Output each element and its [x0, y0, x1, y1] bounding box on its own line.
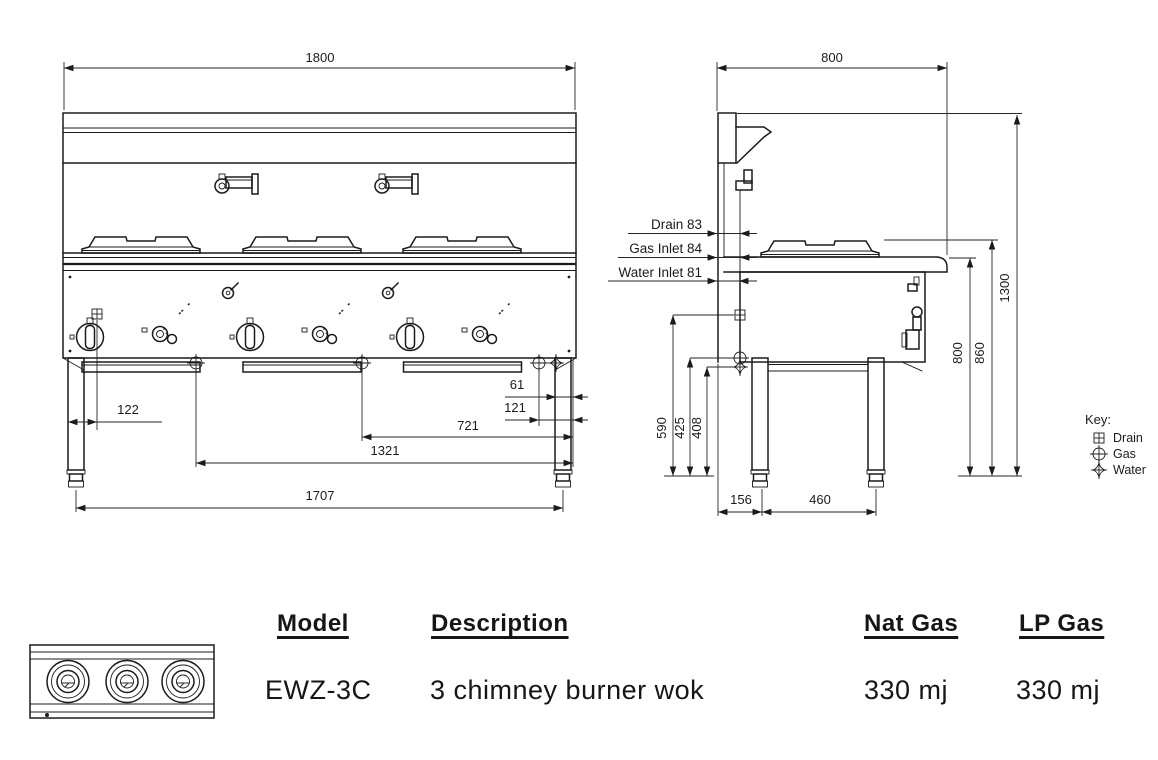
label-water-inlet: Water Inlet 81 [618, 265, 702, 280]
leg [866, 357, 886, 488]
gas-fitting-icon [907, 283, 918, 292]
wok-burner-plate [242, 236, 362, 254]
dim-plate-height: 860 [972, 342, 987, 364]
water-symbol [1091, 461, 1107, 479]
dim-1321: 1321 [371, 443, 400, 458]
drip-tray [402, 361, 523, 373]
drain-symbol [1093, 432, 1105, 444]
side-view: 800 Drain 83 Gas Inlet 84 Water Inlet 81… [608, 50, 1022, 516]
pilot-lever-icon [142, 304, 189, 344]
pilot-gauge-icon [221, 282, 239, 300]
front-view: 1800 122 61 121 721 1321 1707 [62, 50, 588, 512]
pilot-lever-icon [462, 304, 509, 344]
key-label-water: Water [1113, 463, 1146, 477]
key-label-drain: Drain [1113, 431, 1143, 445]
water-tap-icon [214, 173, 259, 195]
spec-header-description: Description [431, 610, 569, 637]
wok-burner-plate [81, 236, 201, 254]
wok-burner-plate [402, 236, 522, 254]
dim-61: 61 [510, 377, 524, 392]
spec-value-nat-gas: 330 mj [864, 675, 949, 705]
burner-top-icon [161, 659, 205, 704]
spec-header-lp-gas: LP Gas [1019, 610, 1105, 637]
dim-gas-height: 425 [672, 417, 687, 439]
pilot-lever-icon [302, 304, 349, 344]
chimney [717, 112, 737, 164]
dim-drain-height: 590 [654, 417, 669, 439]
dim-121: 121 [504, 400, 526, 415]
drain-symbol [734, 309, 746, 321]
leg [750, 357, 770, 488]
dim-worktop-height: 800 [950, 342, 965, 364]
spec-header-nat-gas: Nat Gas [864, 610, 959, 637]
dim-drain-offset: 122 [117, 402, 139, 417]
water-symbol [548, 354, 564, 372]
dim-721: 721 [457, 418, 479, 433]
spec-value-model: EWZ-3C [265, 675, 372, 705]
dim-leg-spacing: 460 [809, 492, 831, 507]
burner-knob-icon [69, 317, 105, 352]
valve-lever-icon [911, 306, 923, 318]
burner-knob-icon [229, 317, 265, 352]
drain-symbol [91, 308, 103, 320]
pilot-gauge-icon [381, 282, 399, 300]
spec-value-lp-gas: 330 mj [1016, 675, 1101, 705]
water-tap-icon [374, 173, 419, 195]
burner-top-icon [46, 659, 90, 704]
side-body [739, 271, 926, 363]
spec-value-description: 3 chimney burner wok [430, 675, 705, 705]
key-label-gas: Gas [1113, 447, 1136, 461]
dim-overall-height: 1300 [997, 274, 1012, 303]
gas-symbol [1090, 445, 1108, 463]
dim-water-height: 408 [689, 417, 704, 439]
spec-header-model: Model [277, 610, 349, 637]
key-legend: Key: Drain Gas Water [1085, 412, 1146, 479]
gas-symbol [187, 354, 205, 372]
product-icon [29, 644, 215, 719]
drip-tray [81, 361, 201, 373]
label-drain: Drain 83 [651, 217, 702, 232]
label-gas-inlet: Gas Inlet 84 [629, 241, 702, 256]
leg [66, 357, 86, 488]
burner-top-icon [105, 659, 149, 704]
dim-leg-span: 1707 [306, 488, 335, 503]
dim-leg-back-offset: 156 [730, 492, 752, 507]
key-title: Key: [1085, 412, 1111, 427]
wok-burner-plate-side [760, 240, 880, 258]
worktop-profile [723, 256, 948, 273]
side-tap-icon [743, 169, 753, 184]
gas-symbol [353, 354, 371, 372]
dim-overall-width: 1800 [306, 50, 335, 65]
dim-depth: 800 [821, 50, 843, 65]
drip-tray [242, 361, 362, 373]
flue-deflector [735, 126, 773, 165]
leg [553, 357, 573, 488]
front-body-outline [62, 112, 577, 359]
burner-knob-icon [389, 317, 425, 352]
